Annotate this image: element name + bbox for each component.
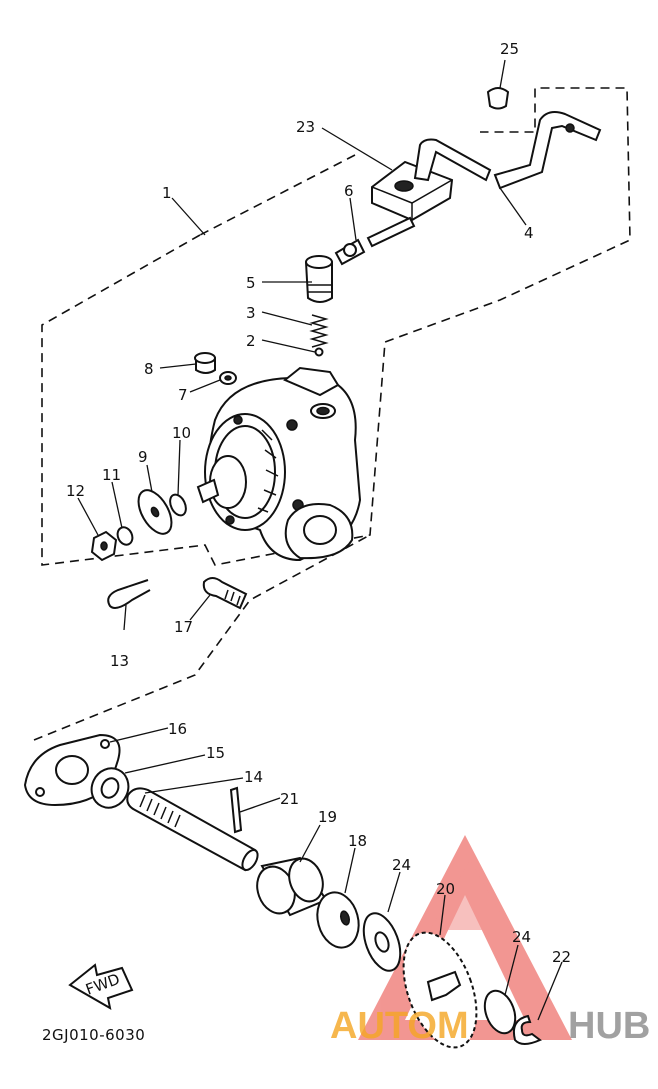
part-5-banjo-bolt: [304, 255, 333, 303]
part-15-washer: [90, 767, 130, 809]
part-11-spring-washer: [116, 526, 134, 546]
callout-12: 12: [66, 482, 85, 500]
assembly-boundary-lines: [33, 87, 631, 741]
watermark-text-right: HUB: [568, 1005, 650, 1047]
callout-1: 1: [162, 184, 172, 202]
part-18-bushing: [316, 891, 360, 949]
part-24-washer-lower: [483, 989, 517, 1035]
part-23-breather-assembly: [366, 138, 492, 248]
callout-9: 9: [138, 448, 148, 466]
part-7-washer: [219, 371, 237, 385]
callout-14: 14: [244, 768, 263, 786]
part-25-cap: [486, 87, 510, 110]
watermark-text: AUTOM HUB: [330, 1005, 650, 1047]
diagram-code: 2GJ010-6030: [42, 1026, 145, 1044]
callout-25: 25: [500, 40, 519, 58]
part-19-collar: [256, 856, 328, 917]
callout-5: 5: [246, 274, 256, 292]
part-17-bolt: [202, 577, 248, 610]
callout-4: 4: [524, 224, 534, 242]
callout-24-upper: 24: [392, 856, 411, 874]
part-3-spring: [309, 314, 329, 348]
part-4-hose-bracket: [493, 111, 602, 190]
callout-2: 2: [246, 332, 256, 350]
callout-11: 11: [102, 466, 121, 484]
callout-19: 19: [318, 808, 337, 826]
callout-15: 15: [206, 744, 225, 762]
callout-7: 7: [178, 386, 188, 404]
callout-22: 22: [552, 948, 571, 966]
callout-20: 20: [436, 880, 455, 898]
part-6-fitting: [334, 238, 366, 266]
part-12-nut: [90, 530, 118, 562]
part-14-drive-shaft: [126, 787, 259, 872]
part-8-screw: [194, 352, 216, 374]
callout-labels: 25 23 1 6 4 5 3 2 8 7 10 9 11 12 13 17 1…: [66, 40, 571, 966]
part-13-cotter-pin: [107, 579, 151, 609]
callout-13: 13: [110, 652, 129, 670]
part-22-circlip: [512, 1014, 542, 1045]
callout-3: 3: [246, 304, 256, 322]
leader-lines: [77, 59, 563, 1021]
part-9-washer: [137, 489, 173, 535]
callout-17: 17: [174, 618, 193, 636]
callout-16: 16: [168, 720, 187, 738]
callout-23: 23: [296, 118, 315, 136]
watermark-text-left: AUTOM: [330, 1005, 469, 1047]
callout-10: 10: [172, 424, 191, 442]
part-20-gear: [402, 931, 478, 1049]
part-24-washer-upper: [362, 912, 402, 972]
oil-pump-body: [196, 366, 362, 562]
callout-8: 8: [144, 360, 154, 378]
callout-21: 21: [280, 790, 299, 808]
part-2-ball: [314, 347, 324, 357]
part-21-pin: [229, 786, 243, 834]
callout-18: 18: [348, 832, 367, 850]
callout-6: 6: [344, 182, 354, 200]
fwd-arrow: FWD: [68, 963, 134, 1010]
part-10-o-ring: [169, 493, 187, 517]
callout-24-lower: 24: [512, 928, 531, 946]
